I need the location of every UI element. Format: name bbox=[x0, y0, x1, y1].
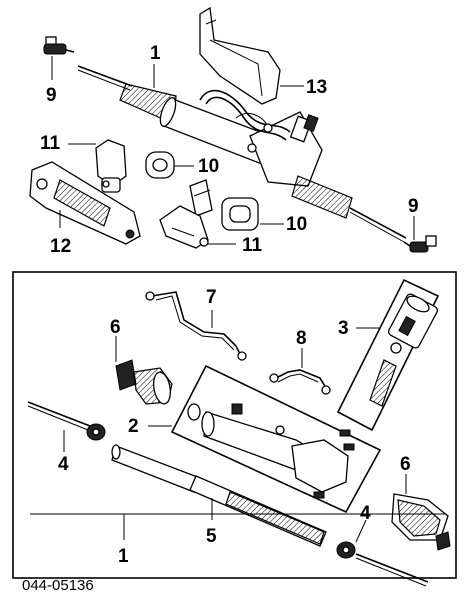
callout-9-left: 9 bbox=[46, 85, 57, 106]
callout-5: 5 bbox=[206, 526, 217, 547]
callout-7: 7 bbox=[206, 287, 217, 308]
diagram-code: 044-05136 bbox=[22, 577, 94, 594]
upper-leader-lines bbox=[51, 56, 415, 245]
inner-tie-rod-right bbox=[336, 541, 429, 587]
callout-11-top: 11 bbox=[40, 133, 61, 154]
rack-boot-right bbox=[391, 493, 451, 551]
callout-1-top: 1 bbox=[150, 43, 161, 64]
inner-tie-rod-left bbox=[27, 401, 106, 441]
tie-rod-end-right bbox=[403, 235, 437, 253]
upper-assembly: 1 13 9 11 10 12 9 10 11 bbox=[29, 6, 437, 257]
hydraulic-pipe-7 bbox=[145, 291, 247, 361]
gear-mount-housing bbox=[29, 161, 141, 245]
rack-housing-box bbox=[170, 364, 382, 514]
rack-boot-left bbox=[115, 359, 173, 405]
callout-8: 8 bbox=[296, 328, 307, 349]
callout-4-right: 4 bbox=[360, 503, 371, 524]
steering-rack-assembly bbox=[77, 65, 407, 243]
callout-9-right: 9 bbox=[408, 196, 419, 217]
control-valve-box bbox=[336, 278, 440, 432]
clamp-bracket-mid bbox=[189, 179, 213, 217]
callout-12: 12 bbox=[50, 236, 71, 257]
callout-2: 2 bbox=[128, 416, 139, 437]
callout-11-bottom: 11 bbox=[242, 235, 263, 256]
callout-6-right: 6 bbox=[400, 454, 411, 475]
rack-bar bbox=[111, 444, 327, 547]
tie-rod-end-left bbox=[43, 36, 75, 55]
callout-1-bottom: 1 bbox=[118, 546, 129, 567]
callout-6-left: 6 bbox=[110, 317, 121, 338]
callout-4-left: 4 bbox=[58, 454, 69, 475]
callout-10-top: 10 bbox=[198, 156, 219, 177]
lower-leader-lines bbox=[30, 310, 446, 543]
callout-3: 3 bbox=[338, 318, 349, 339]
callout-10-bottom: 10 bbox=[286, 214, 307, 235]
mounting-bracket-bottom bbox=[159, 205, 209, 249]
callout-13: 13 bbox=[306, 77, 327, 98]
component-breakdown-box: 7 6 8 3 2 4 6 5 4 1 bbox=[12, 271, 457, 587]
mounting-bracket-top bbox=[95, 139, 127, 193]
bushing-bottom bbox=[221, 197, 259, 231]
bushing-top bbox=[145, 151, 175, 179]
heat-shield bbox=[199, 6, 281, 105]
hydraulic-pipe-8 bbox=[269, 369, 331, 395]
